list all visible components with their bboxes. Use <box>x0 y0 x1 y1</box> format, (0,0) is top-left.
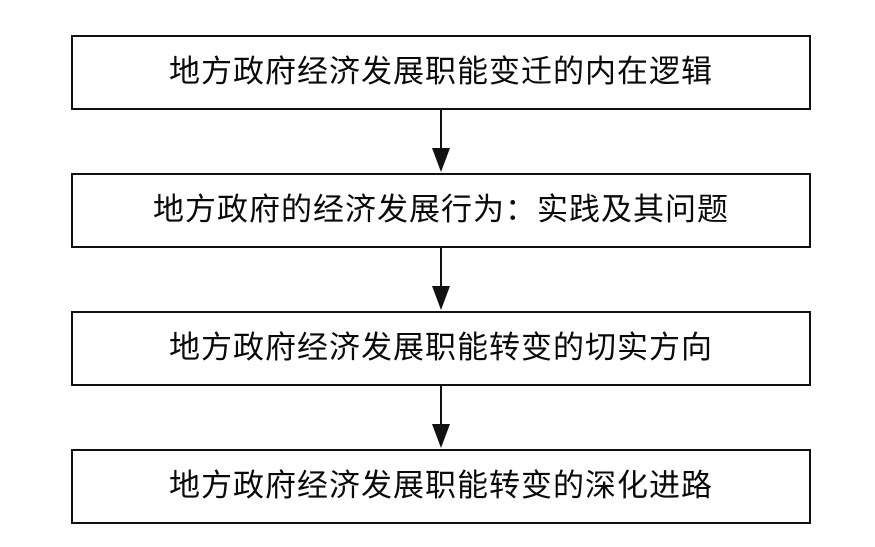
flowchart-node-practical-direction: 地方政府经济发展职能转变的切实方向 <box>71 311 811 386</box>
arrow-n2-n3 <box>432 248 450 310</box>
node-label: 地方政府的经济发展行为：实践及其问题 <box>153 192 729 228</box>
arrow-head <box>432 148 450 172</box>
flowchart-node-practice-and-problems: 地方政府的经济发展行为：实践及其问题 <box>71 173 811 248</box>
arrow-head <box>432 424 450 448</box>
node-label: 地方政府经济发展职能转变的深化进路 <box>169 468 713 504</box>
flowchart-node-deepening-path: 地方政府经济发展职能转变的深化进路 <box>71 449 811 524</box>
arrow-n3-n4 <box>432 386 450 448</box>
node-label: 地方政府经济发展职能变迁的内在逻辑 <box>169 54 713 90</box>
arrow-head <box>432 286 450 310</box>
arrow-n1-n2 <box>432 110 450 172</box>
flowchart-node-internal-logic: 地方政府经济发展职能变迁的内在逻辑 <box>71 35 811 110</box>
node-label: 地方政府经济发展职能转变的切实方向 <box>169 330 713 366</box>
